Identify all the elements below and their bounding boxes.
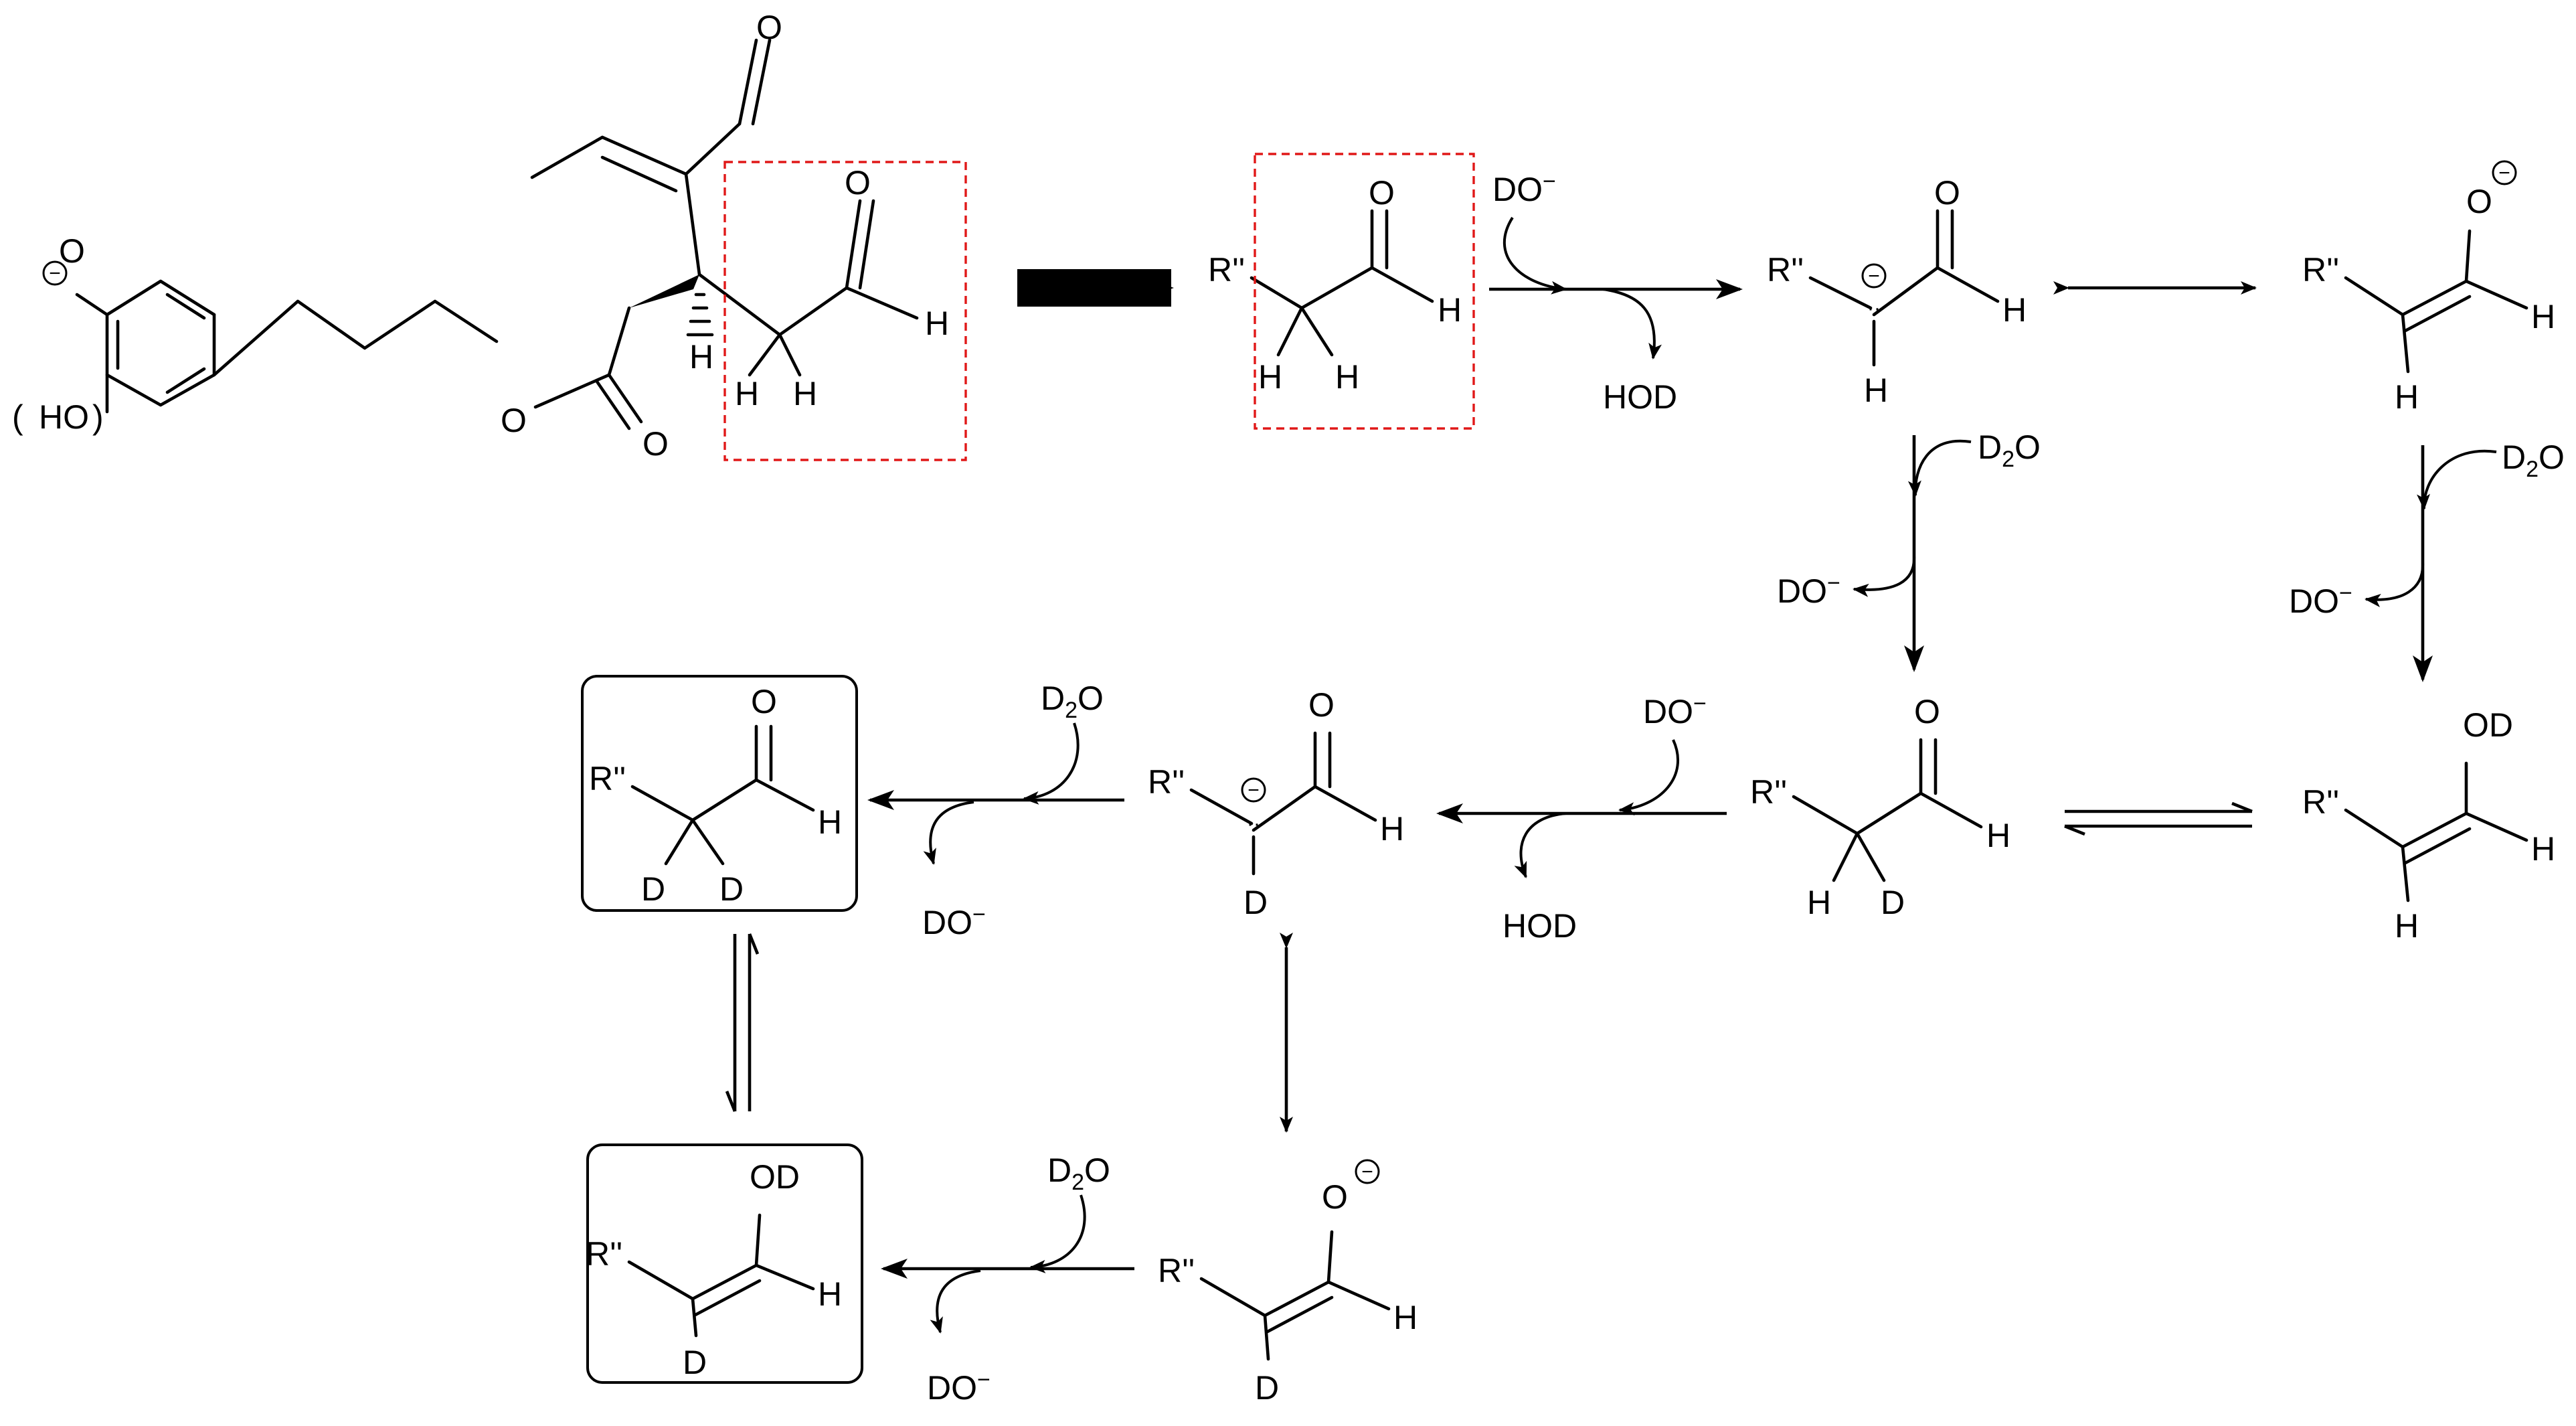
vinyl-hydrogen: H [2531, 830, 2555, 868]
deuteroxide-base: DO− [1492, 169, 1556, 208]
d2o-reagent: D2O [2502, 439, 2565, 482]
wedge-bond [629, 274, 699, 308]
deuteroxide-byproduct: DO− [2289, 580, 2352, 620]
svg-text:−: − [1868, 265, 1880, 287]
deuteration-step-1: D2O DO− [1777, 428, 2041, 672]
deuteration-step-3: D2O DO− [867, 680, 1124, 941]
hydroxy-parenthesis-close: ) [92, 398, 104, 436]
deuteroxide-byproduct: DO− [922, 902, 986, 941]
r-group-label: R'' [1767, 251, 1804, 289]
alpha-hydrogen: H [1864, 372, 1888, 409]
alpha-deuterium-1: D [641, 870, 665, 908]
aldehyde-hydrogen: H [925, 305, 949, 342]
svg-text:−: − [1361, 1161, 1373, 1183]
aldehyde-hydrogen: H [1986, 817, 2010, 854]
deuteroxide-byproduct: DO− [927, 1367, 991, 1407]
r-group-label: R'' [586, 1235, 622, 1273]
carbonyl-oxygen: O [1934, 174, 1960, 212]
enolate-charge: − [2492, 160, 2517, 185]
hashed-bond [686, 293, 714, 337]
r-group-label: R'' [2302, 251, 2339, 289]
svg-text:−: − [49, 262, 61, 285]
deuteration-step-4: D2O DO− [881, 1152, 1134, 1407]
hod-byproduct: HOD [1603, 378, 1677, 416]
alpha-hydrogen-1: H [1258, 358, 1282, 396]
r-group-label: R'' [2302, 783, 2339, 821]
highlight-box-substrate [1254, 153, 1475, 430]
alpha-hydrogen: H [1807, 884, 1831, 921]
deuteroxide-byproduct: DO− [1777, 570, 1840, 610]
deuteration-step-2: D2O DO− [2289, 439, 2565, 682]
carbanion-1: R'' − ·· O H H [1767, 174, 2027, 409]
vinyl-hydrogen: H [2531, 298, 2555, 335]
carbonyl-oxygen: O [751, 683, 777, 720]
equilibrium-arrows-2 [725, 933, 760, 1112]
aldehyde-hydrogen: H [818, 803, 842, 841]
r-group-label: R'' [1148, 763, 1185, 801]
aldehyde-oxygen: O [845, 164, 871, 202]
od-group: OD [750, 1158, 800, 1196]
alpha-deuterium: D [1243, 884, 1268, 921]
od-group: OD [2463, 706, 2513, 744]
alpha-hydrogen: H [2395, 378, 2419, 416]
equilibrium-arrows-1 [2064, 801, 2253, 836]
alpha-deuterium: D [683, 1344, 707, 1381]
deuterated-enol-product: R'' OD H D [586, 1143, 863, 1384]
aldehyde-hydrogen: H [1380, 810, 1404, 848]
enolate-1: R'' O − H H [2302, 160, 2555, 416]
aldehyde-hydrogen: H [2002, 291, 2027, 329]
alpha-hydrogen-2: H [1335, 358, 1359, 396]
product-box-2 [586, 1143, 863, 1384]
svg-text:−: − [2498, 162, 2510, 184]
r-group-label: R'' [1158, 1252, 1195, 1289]
d2o-reagent: D2O [1041, 680, 1104, 723]
carbanion-charge: − [1861, 263, 1887, 289]
ester-oxygen: O [501, 402, 527, 439]
phenoxide-charge: − [42, 260, 68, 286]
mono-deuterated-aldehyde: R'' O H H D [1750, 693, 2010, 921]
r-group-label: R'' [1750, 773, 1787, 811]
alpha-deuterium: D [1881, 884, 1905, 921]
carbanion-charge: − [1241, 777, 1266, 803]
vinyl-hydrogen: H [818, 1275, 842, 1313]
d2o-reagent: D2O [1047, 1152, 1110, 1195]
r-group-label: R'' [1208, 251, 1245, 289]
stereocenter-hydrogen: H [689, 338, 713, 376]
enolate-charge: − [1355, 1159, 1380, 1184]
svg-text:−: − [1248, 779, 1260, 801]
alpha-hydrogen: H [2395, 907, 2419, 945]
deprotonation-step-2: DO− HOD [1436, 691, 1727, 945]
highlight-box-alpha-carbon [723, 161, 967, 461]
enal-carbonyl-oxygen: O [756, 9, 782, 46]
d2o-reagent: D2O [1978, 428, 2041, 472]
product-box-1 [581, 675, 858, 912]
alpha-deuterium-2: D [719, 870, 744, 908]
ester-carbonyl-oxygen: O [642, 425, 669, 463]
alpha-hydrogen-2: H [793, 375, 817, 412]
vinyl-hydrogen: H [1393, 1299, 1418, 1336]
enolate-oxygen: O [2466, 183, 2492, 220]
carbonyl-oxygen: O [1369, 174, 1395, 212]
carbonyl-oxygen: O [1308, 686, 1335, 724]
hydroxy-label: HO [39, 398, 89, 436]
enolate-2: R'' O − H D [1158, 1159, 1418, 1407]
benzene-ring [105, 279, 216, 407]
deprotonation-step: DO− HOD [1489, 169, 1743, 416]
r-group-label: R'' [589, 760, 626, 797]
carbanion-2: R'' − ·· O H D [1148, 686, 1404, 921]
aldehyde-substrate: R'' O H H H [1208, 153, 1475, 430]
dideuterated-aldehyde-product: R'' O H D D [581, 675, 858, 912]
starting-material: O − ( HO ) O O H O [12, 9, 967, 463]
phenoxide-oxygen: O [59, 232, 85, 270]
hod-byproduct: HOD [1502, 907, 1577, 945]
hydroxy-parenthesis-open: ( [12, 398, 23, 436]
aldehyde-hydrogen: H [1438, 291, 1462, 329]
deuteroxide-base: DO− [1643, 691, 1707, 730]
alpha-hydrogen-1: H [735, 375, 759, 412]
enol-d: R'' OD H H [2302, 706, 2555, 945]
enolate-oxygen: O [1322, 1178, 1348, 1216]
carbonyl-oxygen: O [1914, 693, 1940, 730]
alpha-deuterium: D [1255, 1369, 1279, 1407]
